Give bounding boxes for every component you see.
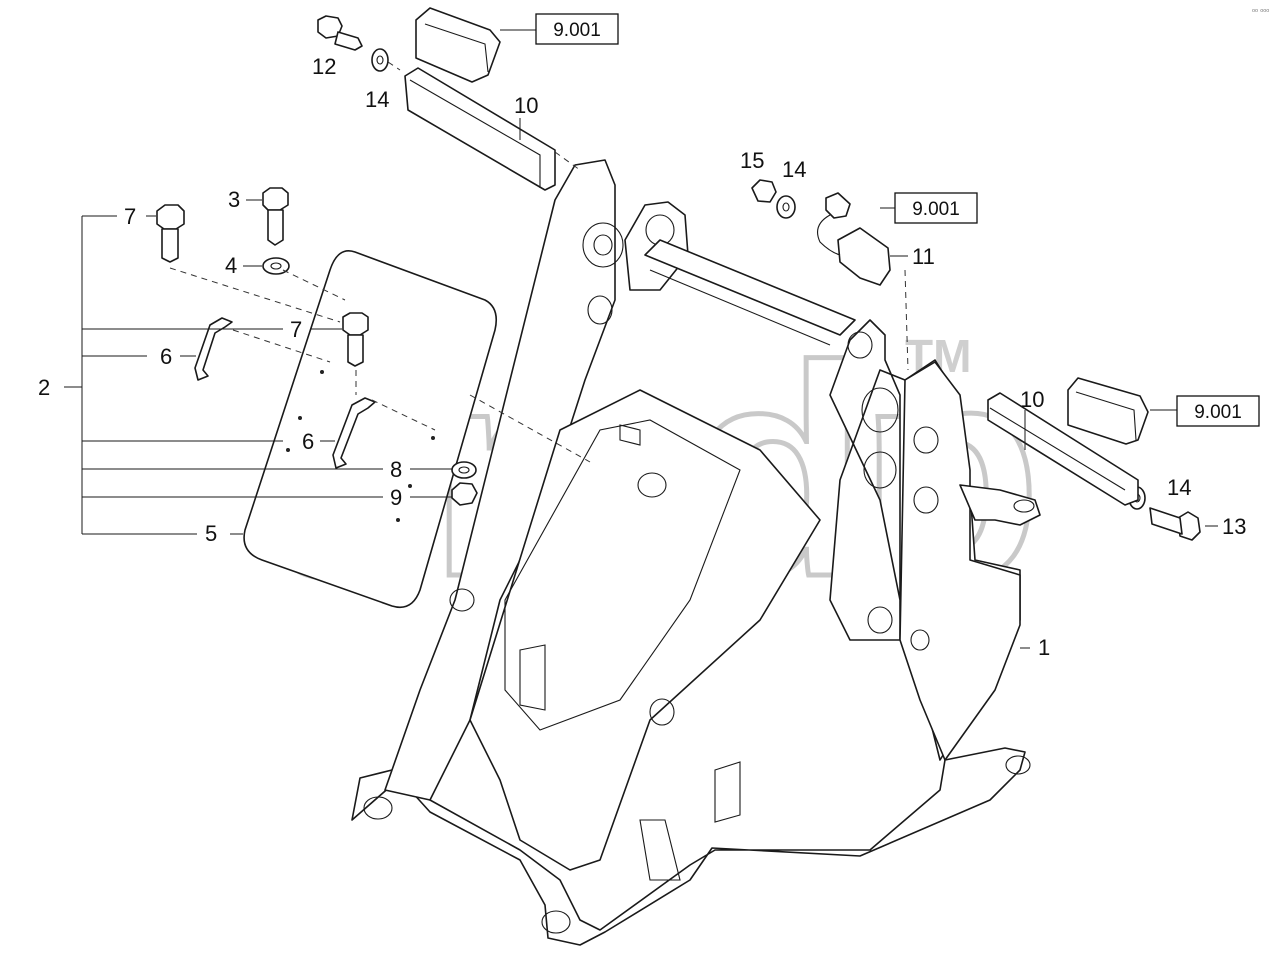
reference-box-right[interactable]: 9.001 bbox=[1176, 395, 1260, 427]
corner-note: ᵒᵒ ᵒᵒᵒ bbox=[1252, 7, 1269, 16]
reference-label: 9.001 bbox=[1194, 402, 1242, 423]
callout-15: 15 bbox=[740, 148, 764, 173]
reference-box-mid[interactable]: 9.001 bbox=[894, 192, 978, 224]
callout-14: 14 bbox=[1167, 475, 1191, 500]
callout-10: 10 bbox=[514, 93, 538, 118]
callout-14: 14 bbox=[365, 87, 389, 112]
callouts: 1 2 3 4 5 6 6 7 7 8 9 10 10 11 12 13 14 … bbox=[38, 54, 1246, 660]
reference-box-top[interactable]: 9.001 bbox=[535, 13, 619, 45]
callout-3: 3 bbox=[228, 187, 240, 212]
callout-2: 2 bbox=[38, 375, 50, 400]
callout-13: 13 bbox=[1222, 514, 1246, 539]
callout-1: 1 bbox=[1038, 635, 1050, 660]
callout-11: 11 bbox=[912, 244, 935, 269]
leader-lines bbox=[146, 29, 1218, 649]
callout-4: 4 bbox=[225, 253, 237, 278]
callout-6: 6 bbox=[160, 344, 172, 369]
cover-plate bbox=[243, 250, 498, 609]
clamps bbox=[194, 317, 376, 469]
callout-14: 14 bbox=[782, 157, 806, 182]
callout-7: 7 bbox=[290, 317, 302, 342]
main-frame bbox=[351, 159, 1041, 946]
lamps-and-sensor bbox=[415, 7, 1149, 445]
callout-12: 12 bbox=[312, 54, 336, 79]
assembly-lines bbox=[169, 61, 909, 463]
bolts bbox=[156, 15, 1201, 541]
callout-7: 7 bbox=[124, 204, 136, 229]
callout-8: 8 bbox=[390, 457, 402, 482]
callout-5: 5 bbox=[205, 521, 217, 546]
callout-6: 6 bbox=[302, 429, 314, 454]
callout-9: 9 bbox=[390, 485, 402, 510]
reference-label: 9.001 bbox=[553, 20, 601, 41]
callout-10: 10 bbox=[1020, 387, 1044, 412]
reference-label: 9.001 bbox=[912, 199, 960, 220]
washers-and-nuts bbox=[262, 48, 1146, 510]
group-bracket-2 bbox=[64, 215, 383, 535]
